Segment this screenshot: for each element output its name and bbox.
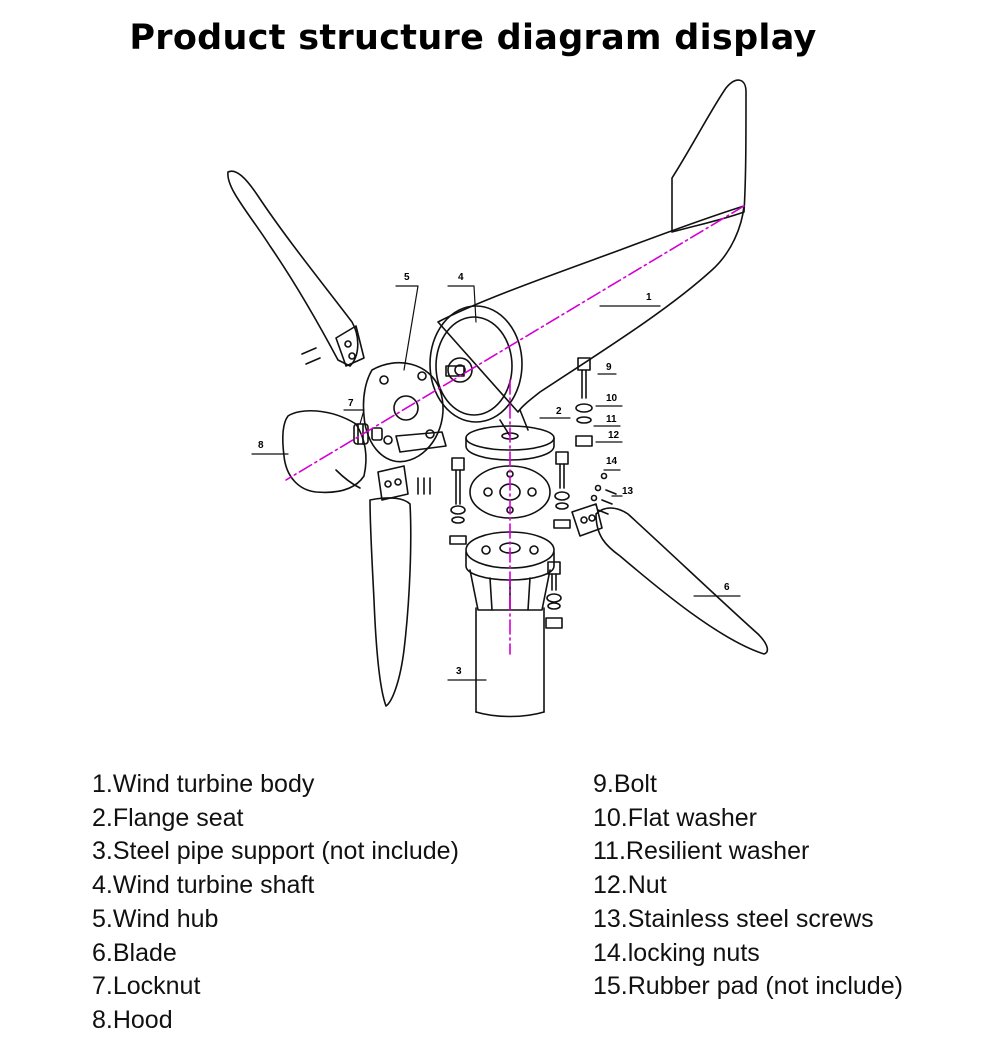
axis-line-main	[285, 205, 745, 481]
callout-10: 10	[606, 393, 618, 404]
bolt-9	[577, 357, 591, 399]
blade-upper-left	[227, 170, 359, 367]
blade-bottom-screws	[417, 477, 431, 495]
wind-hub	[362, 362, 444, 463]
callout-12: 12	[608, 430, 620, 441]
legend-item: 7.Locknut	[92, 972, 201, 1001]
legend-right: 9.Bolt 10.Flat washer 11.Resilient washe…	[593, 768, 903, 1004]
callout-5: 5	[404, 272, 410, 283]
nut-12	[575, 435, 593, 447]
blade-bottom	[369, 497, 412, 707]
bolt-set-left	[449, 457, 467, 545]
turbine-body-front	[429, 305, 523, 423]
legend-item: 13.Stainless steel screws	[593, 904, 874, 933]
legend-item: 9.Bolt	[593, 770, 657, 798]
legend-item: 10.Flat washer	[593, 803, 757, 832]
leader-7	[343, 409, 365, 425]
blade-right	[595, 507, 769, 655]
legend-item: 6.Blade	[92, 938, 177, 967]
exploded-diagram: 1 2 3 4 5 6 7 8 9 10 11 12 13 14	[227, 79, 769, 718]
legend-item: 5.Wind hub	[92, 904, 219, 933]
callout-11: 11	[606, 414, 617, 425]
callout-13: 13	[622, 486, 634, 497]
callout-6: 6	[724, 582, 730, 593]
bolt-set-lower	[545, 561, 563, 629]
bolt-set-right	[553, 451, 571, 529]
turbine-body	[437, 205, 745, 413]
callout-8: 8	[258, 440, 264, 451]
legend-item: 8.Hood	[92, 1005, 173, 1034]
page-title: Product structure diagram display	[129, 18, 817, 58]
legend-item: 12.Nut	[593, 871, 667, 900]
flat-washer-10	[575, 403, 593, 413]
blade-upper-left-screws	[301, 347, 321, 365]
callout-4: 4	[458, 272, 464, 283]
legend-item: 4.Wind turbine shaft	[92, 871, 315, 900]
legend-item: 2.Flange seat	[92, 803, 244, 832]
locking-nuts-14	[590, 472, 608, 502]
legend-item: 1.Wind turbine body	[92, 770, 315, 798]
legend-left: 1.Wind turbine body 2.Flange seat 3.Stee…	[92, 768, 459, 1038]
callout-2: 2	[556, 406, 562, 417]
callout-7: 7	[348, 398, 354, 409]
legend-item: 3.Steel pipe support (not include)	[92, 837, 459, 866]
hood	[282, 409, 367, 494]
callout-1: 1	[646, 292, 652, 303]
legend-item: 14.locking nuts	[593, 938, 760, 967]
leader-5	[395, 285, 419, 371]
callout-9: 9	[606, 362, 612, 373]
callout-3: 3	[456, 666, 462, 677]
resilient-washer-11	[576, 416, 592, 424]
legend-item: 11.Resilient washer	[593, 837, 810, 866]
legend-item: 15.Rubber pad (not include)	[593, 972, 903, 1001]
callout-14: 14	[606, 456, 618, 467]
leader-4	[447, 285, 477, 323]
steel-pipe	[475, 607, 545, 713]
